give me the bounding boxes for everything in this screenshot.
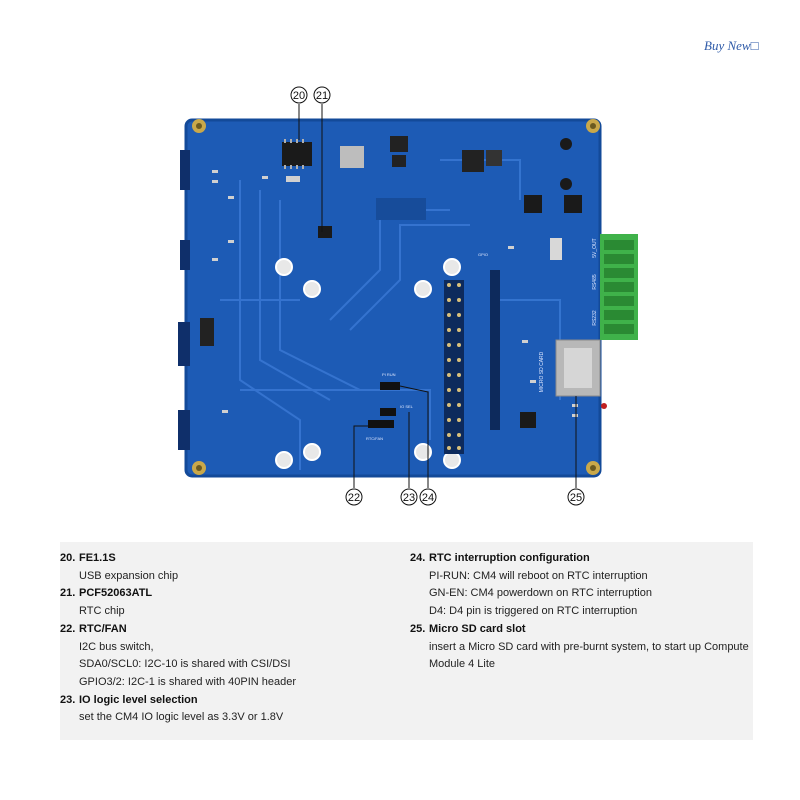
svg-text:21: 21 bbox=[316, 90, 328, 102]
svg-text:GPIO: GPIO bbox=[478, 252, 488, 257]
item-number: 25. bbox=[410, 622, 426, 635]
svg-text:23: 23 bbox=[403, 492, 415, 504]
svg-text:RS232: RS232 bbox=[592, 310, 598, 326]
board-diagram: MICRO SD CARD 5V_OUT RS485 RS232 PI RUN … bbox=[178, 86, 638, 506]
item-title: IO logic level selection bbox=[79, 693, 198, 706]
cm4-standoffs bbox=[275, 258, 461, 469]
item-description: set the CM4 IO logic level as 3.3V or 1.… bbox=[79, 711, 284, 724]
svg-text:20: 20 bbox=[293, 90, 305, 102]
callout-22: 22 bbox=[345, 488, 363, 506]
mounting-holes bbox=[192, 119, 600, 475]
item-description: PI-RUN: CM4 will reboot on RTC interrupt… bbox=[429, 569, 648, 582]
item-number: 20. bbox=[60, 552, 76, 564]
callout-20: 20 bbox=[290, 86, 308, 104]
item-description: GN-EN: CM4 powerdown on RTC interruption bbox=[429, 587, 652, 600]
item-description: GPIO3/2: I2C-1 is shared with 40PIN head… bbox=[79, 675, 297, 688]
legend-panel: 20.FE1.1S USB expansion chip 21.PCF52063… bbox=[60, 542, 753, 740]
legend-right-column: 24.RTC interruption configuration PI-RUN… bbox=[410, 550, 755, 674]
svg-text:22: 22 bbox=[348, 492, 360, 504]
callout-21: 21 bbox=[313, 86, 331, 104]
legend-left-column: 20.FE1.1S USB expansion chip 21.PCF52063… bbox=[60, 550, 390, 727]
svg-text:25: 25 bbox=[570, 492, 582, 504]
callout-23: 23 bbox=[400, 488, 418, 506]
item-title: Micro SD card slot bbox=[429, 622, 526, 635]
item-description: I2C bus switch, bbox=[79, 640, 154, 653]
leader-22 bbox=[353, 425, 370, 488]
legend-item-24: 24.RTC interruption configuration PI-RUN… bbox=[410, 550, 755, 621]
item-title: FE1.1S bbox=[79, 552, 116, 564]
legend-item-21: 21.PCF52063ATL RTC chip bbox=[60, 585, 390, 620]
rtc-chip bbox=[318, 226, 332, 238]
svg-text:RS485: RS485 bbox=[592, 274, 598, 290]
callout-25: 25 bbox=[567, 488, 585, 506]
item-number: 23. bbox=[60, 693, 76, 706]
sd-label: MICRO SD CARD bbox=[539, 351, 545, 392]
item-number: 24. bbox=[410, 552, 426, 564]
fe11s-chip bbox=[282, 142, 312, 166]
svg-text:PI RUN: PI RUN bbox=[382, 372, 396, 377]
item-description: insert a Micro SD card with pre-burnt sy… bbox=[429, 640, 749, 653]
item-number: 22. bbox=[60, 622, 76, 635]
legend-item-23: 23.IO logic level selection set the CM4 … bbox=[60, 692, 390, 727]
legend-item-25: 25.Micro SD card slot insert a Micro SD … bbox=[410, 621, 755, 674]
item-number: 21. bbox=[60, 587, 76, 600]
item-description: Module 4 Lite bbox=[429, 658, 496, 671]
leader-24 bbox=[399, 385, 429, 488]
buy-now-badge[interactable]: Buy New□ bbox=[704, 38, 759, 53]
svg-text:5V_OUT: 5V_OUT bbox=[592, 238, 598, 257]
item-description: SDA0/SCL0: I2C-10 is shared with CSI/DSI bbox=[79, 658, 291, 671]
item-title: RTC interruption configuration bbox=[429, 552, 590, 564]
svg-text:RTC/FAN: RTC/FAN bbox=[366, 436, 383, 441]
item-title: RTC/FAN bbox=[79, 622, 127, 635]
legend-item-20: 20.FE1.1S USB expansion chip bbox=[60, 550, 390, 585]
item-description: D4: D4 pin is triggered on RTC interrupt… bbox=[429, 605, 638, 618]
item-title: PCF52063ATL bbox=[79, 587, 153, 600]
svg-text:IO SEL: IO SEL bbox=[400, 404, 414, 409]
gpio-header bbox=[444, 280, 464, 454]
legend-item-22: 22.RTC/FAN I2C bus switch, SDA0/SCL0: I2… bbox=[60, 621, 390, 692]
item-description: USB expansion chip bbox=[79, 569, 179, 582]
svg-text:24: 24 bbox=[422, 492, 434, 504]
item-description: RTC chip bbox=[79, 605, 125, 618]
callout-24: 24 bbox=[419, 488, 437, 506]
